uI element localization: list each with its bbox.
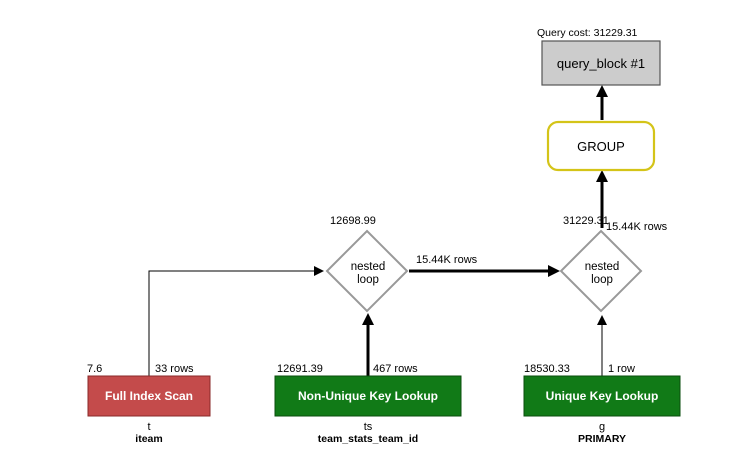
nested-loop-1-node[interactable]: 12698.99 nested loop 15.44K rows [325,215,478,313]
nested-loop-2-label-line1: nested [585,261,620,273]
group-label: GROUP [577,139,625,154]
query-block-box[interactable] [541,40,661,86]
group-box[interactable] [546,120,656,172]
group-node[interactable]: GROUP [546,120,656,172]
nested-loop-2-diamond[interactable] [559,229,643,313]
table-t-rows: 33 rows [155,363,194,375]
connectors [148,85,608,380]
nested-loop-2-cost: 31229.31 [563,215,609,227]
nested-loop-2-rows-out: 15.44K rows [606,221,668,233]
nested-loop-1-label-line2: loop [357,274,379,286]
nested-loop-1-diamond[interactable] [325,229,409,313]
full-index-scan-label: Full Index Scan [105,389,193,403]
table-node-ts[interactable]: 12691.39 467 rows Non-Unique Key Lookup … [274,363,462,445]
query-cost-label: Query cost: 31229.31 [537,27,638,39]
table-node-g[interactable]: 18530.33 1 row Unique Key Lookup g PRIMA… [523,363,681,445]
table-g-cost: 18530.33 [524,363,570,375]
table-g-key: PRIMARY [578,433,626,445]
table-t-alias: t [147,421,150,433]
unique-key-lookup-label: Unique Key Lookup [546,389,659,403]
nested-loop-2-label-line2: loop [591,274,613,286]
nested-loop-1-label-line1: nested [351,261,386,273]
table-ts-alias: ts [364,421,373,433]
table-t-key: iteam [135,433,162,445]
table-g-rows: 1 row [608,363,635,375]
nested-loop-1-rows-out: 15.44K rows [416,254,478,266]
query-block-label: query_block #1 [557,56,645,71]
non-unique-key-lookup-box[interactable] [274,375,462,417]
table-t-cost: 7.6 [87,363,102,375]
table-ts-rows: 467 rows [373,363,418,375]
table-node-t[interactable]: 7.6 33 rows Full Index Scan t iteam [87,363,211,445]
table-ts-key: team_stats_team_id [318,433,418,445]
edge-full-scan-to-nested-loop-1 [148,266,324,380]
non-unique-key-lookup-label: Non-Unique Key Lookup [298,389,438,403]
nested-loop-1-cost: 12698.99 [330,215,376,227]
table-g-alias: g [599,421,605,433]
full-index-scan-box[interactable] [87,375,211,417]
nested-loop-2-node[interactable]: 31229.31 15.44K rows nested loop [559,215,668,313]
unique-key-lookup-box[interactable] [523,375,681,417]
query-block-node[interactable]: Query cost: 31229.31 query_block #1 [537,27,661,86]
table-ts-cost: 12691.39 [277,363,323,375]
